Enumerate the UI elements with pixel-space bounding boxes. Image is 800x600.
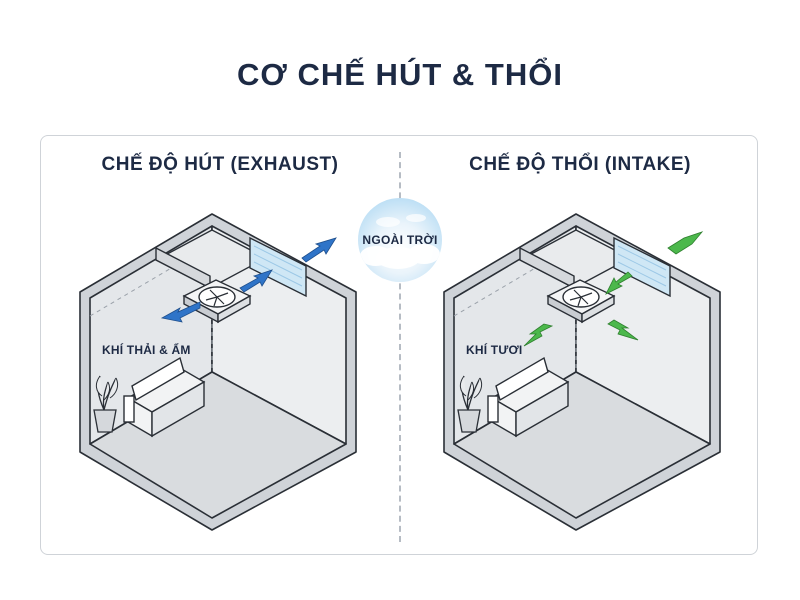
potted-plant-icon — [93, 375, 119, 433]
outdoor-sky-icon — [358, 198, 442, 282]
exhaust-fan-unit — [182, 279, 252, 324]
intake-room-illustration — [443, 213, 721, 531]
exhaust-mode-title: CHẾ ĐỘ HÚT (EXHAUST) — [101, 154, 339, 175]
exhaust-room-illustration — [79, 213, 357, 531]
exhaust-air-label: KHÍ THẢI & ẨM — [102, 343, 191, 357]
exhaust-window-vent — [249, 236, 307, 298]
page-title: CƠ CHẾ HÚT & THỔI — [237, 57, 563, 92]
center-divider — [399, 152, 401, 542]
intake-air-label: KHÍ TƯƠI — [466, 343, 523, 357]
intake-airflow-arrows — [523, 231, 704, 347]
sofa-icon — [487, 356, 570, 438]
intake-window-vent — [613, 236, 671, 298]
outdoor-label: NGOÀI TRỜI — [362, 233, 438, 247]
intake-mode-title: CHẾ ĐỘ THỔI (INTAKE) — [469, 154, 691, 175]
exhaust-airflow-arrows — [160, 237, 337, 323]
potted-plant-icon — [457, 375, 483, 433]
intake-fan-unit — [546, 279, 616, 324]
sofa-icon — [123, 356, 206, 438]
